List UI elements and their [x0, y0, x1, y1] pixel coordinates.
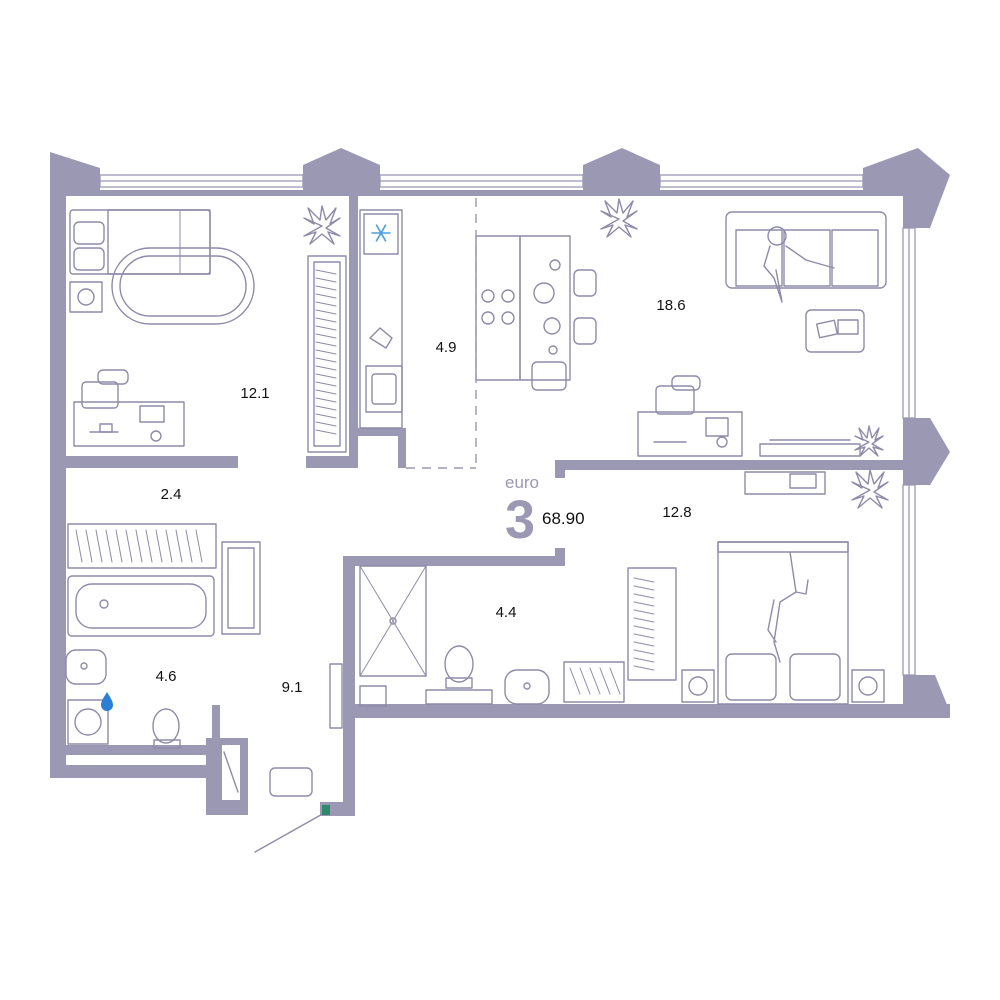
apartment-summary: euro 3 68.90	[505, 473, 585, 550]
area-label-living-room: 18.6	[656, 297, 685, 314]
shower-room-fixtures	[359, 565, 625, 707]
total-area: 68.90	[542, 509, 585, 528]
area-label-corridor: 2.4	[161, 486, 182, 503]
plant-icon	[303, 205, 341, 245]
water-drop-icon	[101, 692, 113, 711]
area-label-bedroom-left: 12.1	[240, 385, 269, 402]
living-room-furniture	[637, 211, 887, 457]
entrance-door	[254, 805, 330, 853]
area-label-bedroom-right: 12.8	[662, 504, 691, 521]
plant-icon	[851, 469, 889, 509]
plant-icon	[600, 198, 638, 238]
bedroom-left-furniture	[69, 209, 347, 453]
bedroom-right-furniture	[627, 471, 885, 705]
kitchen-furniture	[359, 209, 597, 429]
area-label-shower-room: 4.4	[496, 604, 517, 621]
area-label-bathroom: 4.6	[156, 668, 177, 685]
apartment-type-label: euro	[505, 473, 539, 492]
corridor-bath-fixtures	[65, 523, 343, 797]
area-labels: 12.1 4.9 18.6 2.4 12.8 4.4 4.6 9.1	[156, 297, 692, 696]
rooms-count: 3	[505, 490, 535, 550]
area-label-kitchen: 4.9	[436, 339, 457, 356]
plant-icon	[854, 425, 884, 457]
walls	[50, 148, 950, 816]
snowflake-icon	[371, 224, 391, 242]
area-label-hallway: 9.1	[282, 679, 303, 696]
